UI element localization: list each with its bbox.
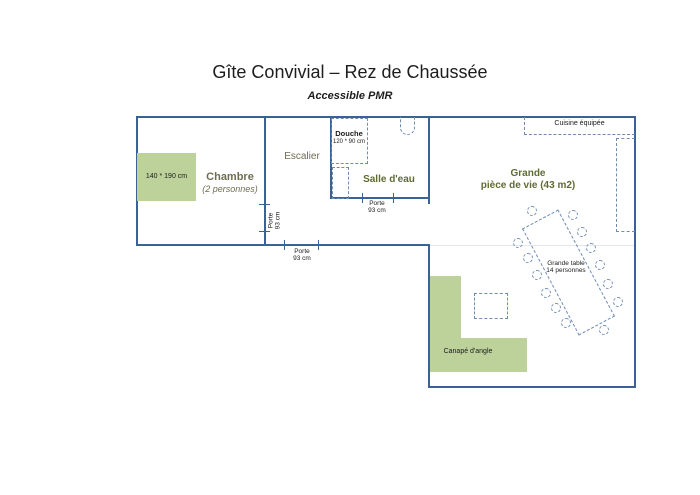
- grande-piece-label: Grande pièce de vie (43 m2): [480, 168, 576, 191]
- door-tick: [318, 240, 319, 250]
- page-subtitle: Accessible PMR: [307, 90, 393, 102]
- chair: [577, 227, 587, 237]
- chair: [568, 210, 578, 220]
- chair: [613, 297, 623, 307]
- kitchen-counter-right: [616, 138, 635, 232]
- bed: [137, 153, 196, 201]
- chambre-label: Chambre (2 personnes): [202, 171, 258, 194]
- chair: [595, 260, 605, 270]
- chair: [561, 318, 571, 328]
- bed-dimensions-label: 140 * 190 cm: [145, 173, 188, 180]
- wall-bottom-left-section: [136, 244, 430, 246]
- chair: [551, 303, 561, 313]
- wall-right: [634, 116, 636, 388]
- chair: [523, 253, 533, 263]
- chair: [513, 238, 523, 248]
- chair: [586, 243, 596, 253]
- faint-divider-line: [430, 245, 634, 246]
- door-tick: [259, 204, 270, 205]
- wall-chambre-escalier: [264, 116, 266, 246]
- door-tick: [284, 240, 285, 250]
- washbasin: [332, 167, 349, 199]
- cuisine-label: Cuisine équipée: [554, 120, 605, 127]
- wall-top: [136, 116, 636, 118]
- chair: [603, 279, 613, 289]
- douche-label: Douche 120 * 90 cm: [332, 129, 366, 145]
- door-tick: [362, 193, 363, 203]
- chair: [527, 206, 537, 216]
- sofa-label: Canapé d'angle: [443, 348, 493, 355]
- wall-salle-deau-right: [428, 116, 430, 204]
- shower-area: [331, 118, 368, 164]
- toilet: [400, 117, 415, 135]
- chair: [541, 288, 551, 298]
- wall-living-bottom: [428, 386, 636, 388]
- door-tick: [393, 193, 394, 203]
- table-label: Grande table 14 personnes: [546, 260, 586, 275]
- wall-salle-deau-bottom: [330, 197, 430, 199]
- chair: [599, 325, 609, 335]
- escalier-label: Escalier: [284, 151, 320, 162]
- door-tick: [259, 231, 270, 232]
- chair: [532, 270, 542, 280]
- wall-living-left: [428, 244, 430, 388]
- corner-sofa-horizontal: [430, 338, 527, 372]
- salle-deau-label: Salle d'eau: [363, 174, 415, 185]
- coffee-table: [474, 293, 508, 319]
- page-title: Gîte Convivial – Rez de Chaussée: [212, 62, 488, 82]
- kitchen-counter-top: [524, 117, 635, 135]
